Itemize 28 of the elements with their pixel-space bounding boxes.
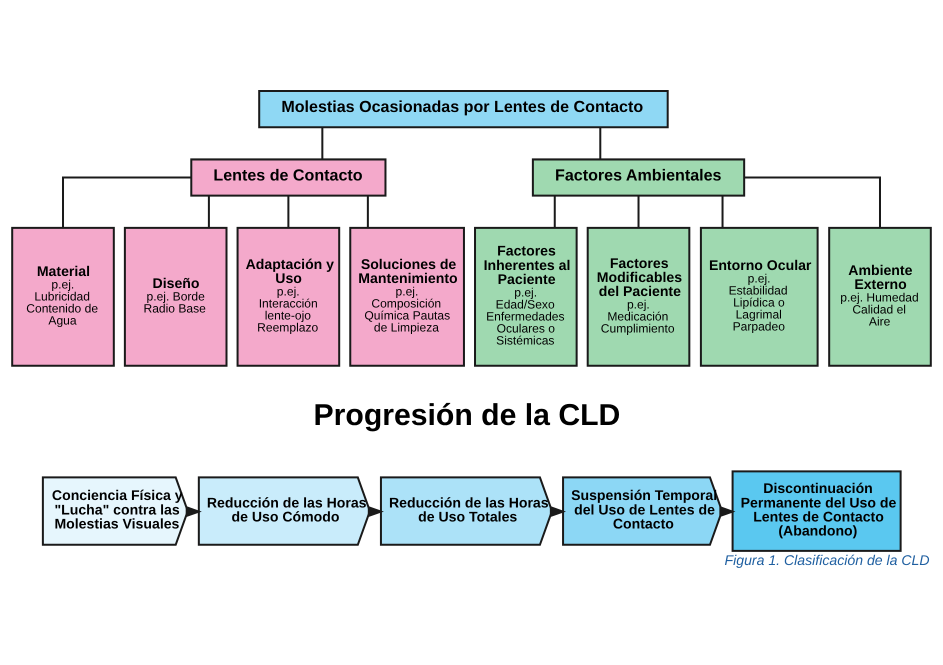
connector: [287, 196, 290, 228]
caption: Figura 1. Clasificación de la CLD: [724, 552, 930, 568]
arrow: [368, 506, 384, 518]
node-box: Ambiente Externo p.ej. Humedad Calidad el Aire: [828, 226, 932, 367]
node-box: Material p.ej. Lubricidad Contenido de Agua: [11, 226, 115, 367]
node-box: Factores Ambientales: [532, 158, 746, 197]
diagram-title: Progresión de la CLD: [314, 399, 620, 432]
arrow: [550, 506, 566, 518]
node-box: Factores Modificables del Paciente p.ej. Medicación Cumplimiento: [586, 226, 690, 367]
connector: [722, 196, 724, 228]
node-box: Entorno Ocular p.ej. Estabilidad Lipídica o Lagrimal Parpadeo: [700, 226, 819, 367]
node-box: Discontinuación Permanente del Uso de Lentes de Contacto (Abandono): [732, 470, 902, 552]
node-box: Soluciones de Mantenimiento p.ej. Composición Química Pautas de Limpieza: [349, 226, 465, 367]
node-box: Molestias Ocasionadas por Lentes de Contacto: [258, 90, 669, 128]
node-box: Lentes de Contacto: [190, 158, 386, 197]
node-box: Adaptación y Uso p.ej. Interacción lente-ojo Reemplazo: [236, 226, 340, 367]
connector: [208, 196, 210, 228]
connector: [554, 196, 556, 228]
connector: [638, 196, 640, 228]
arrow: [186, 506, 202, 518]
node-box: Diseño p.ej. Borde Radio Base: [124, 226, 228, 367]
connector: [366, 196, 369, 228]
connector: [62, 176, 192, 228]
connector: [744, 176, 881, 228]
arrow: [719, 506, 736, 518]
connector: [599, 127, 602, 160]
connector: [321, 127, 324, 160]
node-box: Factores Inherentes al Paciente p.ej. Edad/Sexo Enfermedades Oculares o Sistémicas: [474, 226, 578, 367]
